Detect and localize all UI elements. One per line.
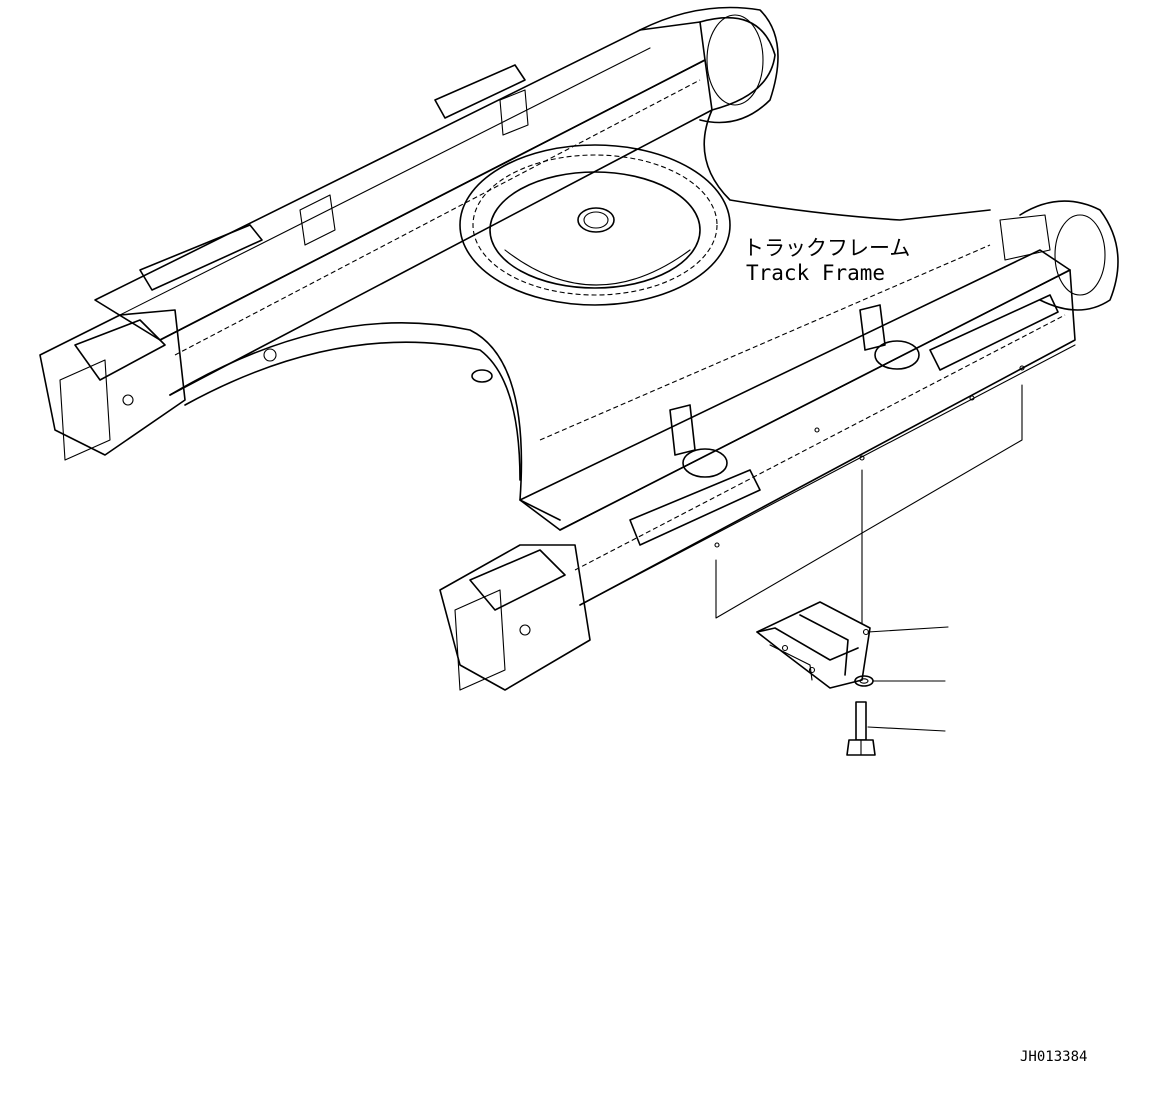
upper-rear-end	[639, 6, 779, 124]
track-frame-drawing	[39, 6, 1119, 691]
frame-label-english: Track Frame	[746, 261, 885, 285]
bolt	[846, 701, 876, 756]
front-idler-yoke-upper	[39, 309, 186, 461]
upper-side-rail	[94, 21, 713, 396]
swing-circle	[459, 144, 731, 306]
drawing-id: JH013384	[1020, 1049, 1087, 1065]
lower-rear-end	[999, 200, 1119, 311]
track-guard	[756, 601, 871, 689]
part-leader-lines	[867, 626, 949, 732]
lower-side-rail	[519, 249, 1076, 606]
center-frame-body	[169, 109, 991, 521]
frame-label-japanese: トラックフレーム	[743, 236, 910, 260]
front-idler-yoke-lower	[439, 544, 591, 691]
reference-bracket-lines	[715, 384, 1023, 636]
